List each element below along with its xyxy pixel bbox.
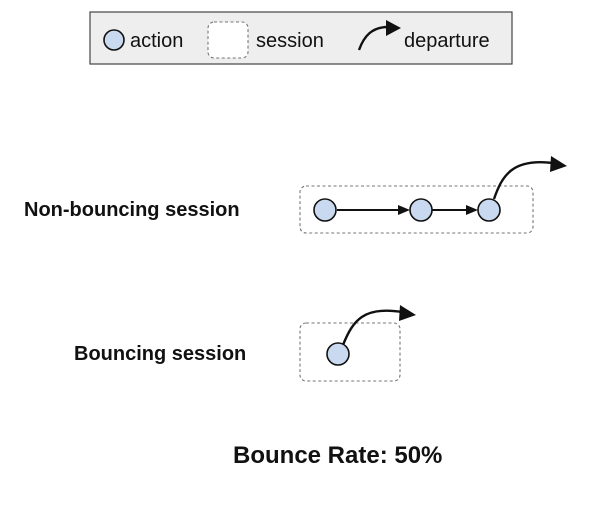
session-row-non-bouncing: Non-bouncing session <box>24 156 567 234</box>
legend-action-icon <box>103 29 125 51</box>
legend-session-icon <box>207 21 249 59</box>
action-node-1 <box>313 198 337 222</box>
legend-session-label: session <box>256 30 324 52</box>
session-row-bouncing: Bouncing session <box>74 305 416 382</box>
session-box-bouncing <box>299 322 401 382</box>
legend-departure-label: departure <box>404 30 490 52</box>
action-link-2-arrowhead <box>466 205 478 215</box>
session-label-non-bouncing: Non-bouncing session <box>24 199 240 221</box>
action-link-1-arrowhead <box>398 205 410 215</box>
action-node-bouncing <box>326 342 350 366</box>
legend: action session departure <box>89 11 513 65</box>
legend-action-label: action <box>130 30 183 52</box>
session-box-non-bouncing <box>299 185 534 234</box>
departure-arrow-bouncing <box>341 305 416 346</box>
bounce-rate-summary: Bounce Rate: 50% <box>233 442 442 469</box>
legend-departure-icon <box>357 20 401 51</box>
action-node-3 <box>477 198 501 222</box>
session-label-bouncing: Bouncing session <box>74 343 246 365</box>
departure-arrow-non-bouncing <box>492 156 567 200</box>
legend-box <box>89 11 513 65</box>
action-node-2 <box>409 198 433 222</box>
